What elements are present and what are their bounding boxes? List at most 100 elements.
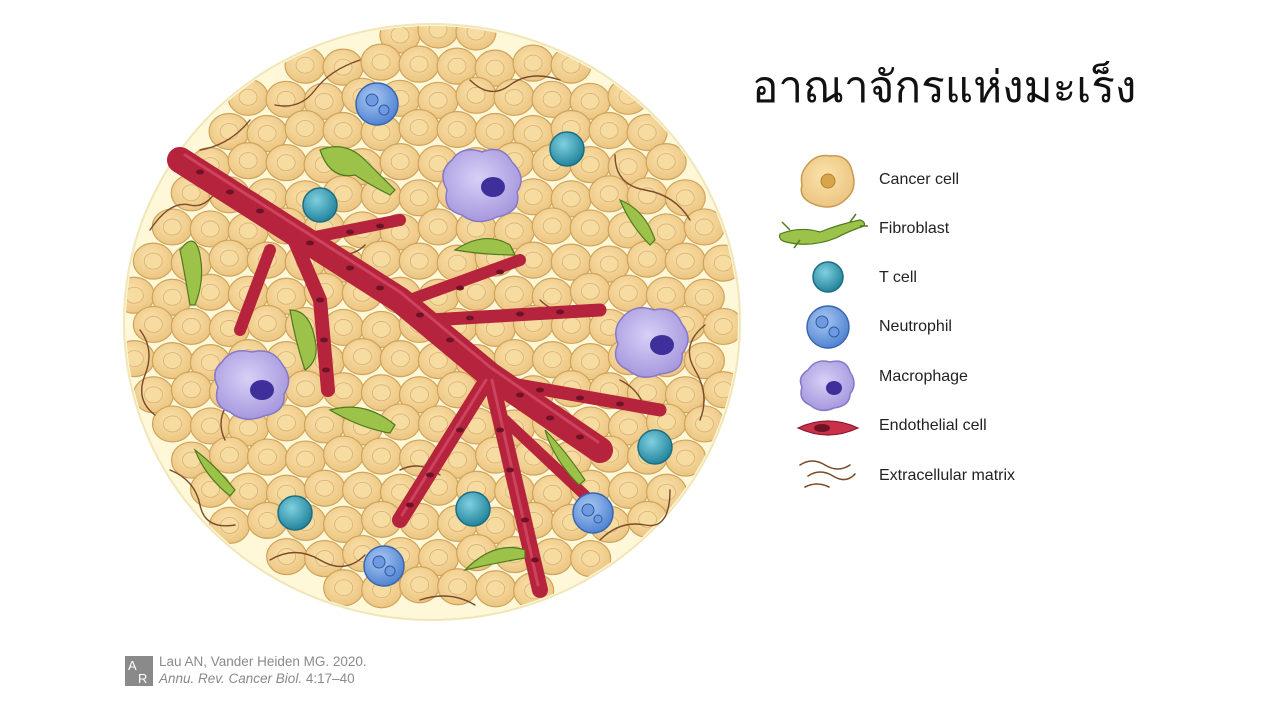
cancer-cell-nucleus <box>713 318 733 335</box>
cancer-cell-nucleus <box>485 123 505 140</box>
cancer-cell-nucleus <box>390 26 410 44</box>
citation-journal: Annu. Rev. Cancer Biol. <box>159 671 303 686</box>
cancer-cell-nucleus <box>126 286 144 304</box>
cancer-cell-nucleus <box>581 353 600 371</box>
cancer-cell-nucleus <box>543 548 563 565</box>
annual-reviews-logo-icon: A R <box>125 656 153 686</box>
macrophage-icon <box>799 360 855 412</box>
cancer-cell-nucleus <box>657 483 676 501</box>
cancer-cell-nucleus <box>200 283 220 301</box>
cancer-cell-nucleus <box>504 285 524 303</box>
cancer-cell-nucleus <box>276 154 296 172</box>
page-title: อาณาจักรแห่งมะเร็ง <box>752 62 1137 113</box>
t-cell-group <box>277 131 673 531</box>
cancer-cell-nucleus <box>353 481 372 499</box>
endothelial-nucleus <box>516 311 524 317</box>
cancer-cell-nucleus <box>656 153 676 171</box>
endothelial-nucleus <box>531 557 539 563</box>
legend-label-extracellular-matrix: Extracellular matrix <box>879 467 1016 484</box>
cancer-cell-nucleus <box>543 484 562 502</box>
svg-text:R: R <box>138 671 147 686</box>
cancer-cell-nucleus <box>523 251 543 269</box>
citation-pages: 4:17–40 <box>305 671 355 686</box>
cancer-cell-nucleus <box>276 287 296 305</box>
cancer-cell-nucleus <box>390 350 410 368</box>
cancer-cell-nucleus <box>447 121 467 138</box>
endothelial-nucleus <box>616 401 624 407</box>
endothelial-nucleus <box>456 285 464 291</box>
cancer-cell-nucleus <box>447 57 467 75</box>
endothelial-nucleus <box>546 415 554 421</box>
legend-icons <box>779 154 868 488</box>
cancer-cell-nucleus <box>504 222 524 240</box>
endothelial-nucleus <box>196 169 204 175</box>
endothelial-nucleus <box>322 367 330 373</box>
cancer-cell-nucleus <box>409 189 429 207</box>
cancer-cell-nucleus <box>561 317 581 334</box>
endothelial-nucleus <box>496 269 504 275</box>
endothelial-nucleus <box>576 395 584 401</box>
cancer-cell-nucleus <box>200 220 220 238</box>
endothelial-nucleus <box>536 387 544 393</box>
cancer-cell-nucleus <box>219 123 239 140</box>
cancer-cell-nucleus <box>315 550 335 567</box>
cancer-cell-nucleus <box>599 255 619 273</box>
cancer-cell-nucleus <box>182 381 201 399</box>
cancer-cell-nucleus <box>143 316 163 333</box>
cancer-cell-nucleus <box>295 56 315 74</box>
cancer-cell-nucleus <box>238 152 258 170</box>
cancer-cell-nucleus <box>542 90 562 108</box>
extracellular-matrix-icon <box>799 460 856 488</box>
cancer-cell-nucleus <box>372 511 392 528</box>
cancer-cell-nucleus <box>410 513 430 530</box>
t-cell-icon <box>812 261 844 293</box>
cancer-cell-nucleus <box>333 319 353 336</box>
cancer-cell-nucleus <box>428 26 448 39</box>
cancer-cell-nucleus <box>638 384 657 402</box>
endothelial-nucleus <box>346 265 354 271</box>
endothelial-cell-icon <box>796 420 860 436</box>
cancer-cell-nucleus <box>162 218 182 236</box>
cancer-cell-nucleus <box>561 190 581 208</box>
endothelial-nucleus <box>496 427 504 433</box>
cancer-cell-nucleus <box>201 480 220 498</box>
endothelial-nuclei <box>196 169 624 563</box>
cancer-cell-nucleus <box>409 252 429 270</box>
cancer-cell-nucleus <box>162 352 182 370</box>
cancer-cell-nucleus <box>258 512 278 529</box>
cancer-cell-nucleus <box>504 88 524 106</box>
cancer-cell-nucleus <box>581 550 601 567</box>
cancer-cell-nucleus <box>410 576 430 594</box>
cancer-cell-nucleus <box>277 548 297 565</box>
cancer-cell-nucleus <box>239 419 258 437</box>
macrophage-group <box>214 148 689 420</box>
cancer-cell-nucleus <box>428 218 448 236</box>
cancer-cell-nucleus <box>580 219 600 237</box>
endothelial-nucleus <box>576 434 584 440</box>
cancer-cell-nucleus <box>694 218 714 236</box>
cancer-cell-nucleus <box>371 53 391 71</box>
cancer-cell-nucleus <box>333 122 353 139</box>
endothelial-nucleus <box>376 223 384 229</box>
cancer-cell-nucleus <box>315 479 334 497</box>
cancer-cell-nucleus <box>390 153 410 171</box>
cancer-cell-nucleus <box>618 158 638 176</box>
svg-text:A: A <box>128 658 137 673</box>
cancer-cell-nucleus <box>429 549 449 566</box>
endothelial-nucleus <box>406 502 414 508</box>
cancer-cell-nucleus <box>143 252 163 270</box>
cancer-cell-nucleus <box>523 54 543 72</box>
legend-label-cancer-cell: Cancer cell <box>879 171 960 188</box>
cancer-cell-nucleus <box>277 414 296 432</box>
cancer-cell-nucleus <box>637 124 657 141</box>
cancer-cell-nucleus <box>239 482 258 500</box>
endothelial-nucleus <box>516 392 524 398</box>
cancer-cell-nucleus <box>371 321 391 338</box>
blood-vessel-highlights <box>183 153 600 587</box>
cancer-cell-nucleus <box>542 287 562 305</box>
cancer-cell-nucleus <box>126 350 144 368</box>
legend-label-endothelial-cell: Endothelial cell <box>879 417 987 434</box>
cancer-cell-nucleus <box>543 351 562 369</box>
cancer-cell-nucleus <box>448 578 468 596</box>
endothelial-nucleus <box>376 285 384 291</box>
